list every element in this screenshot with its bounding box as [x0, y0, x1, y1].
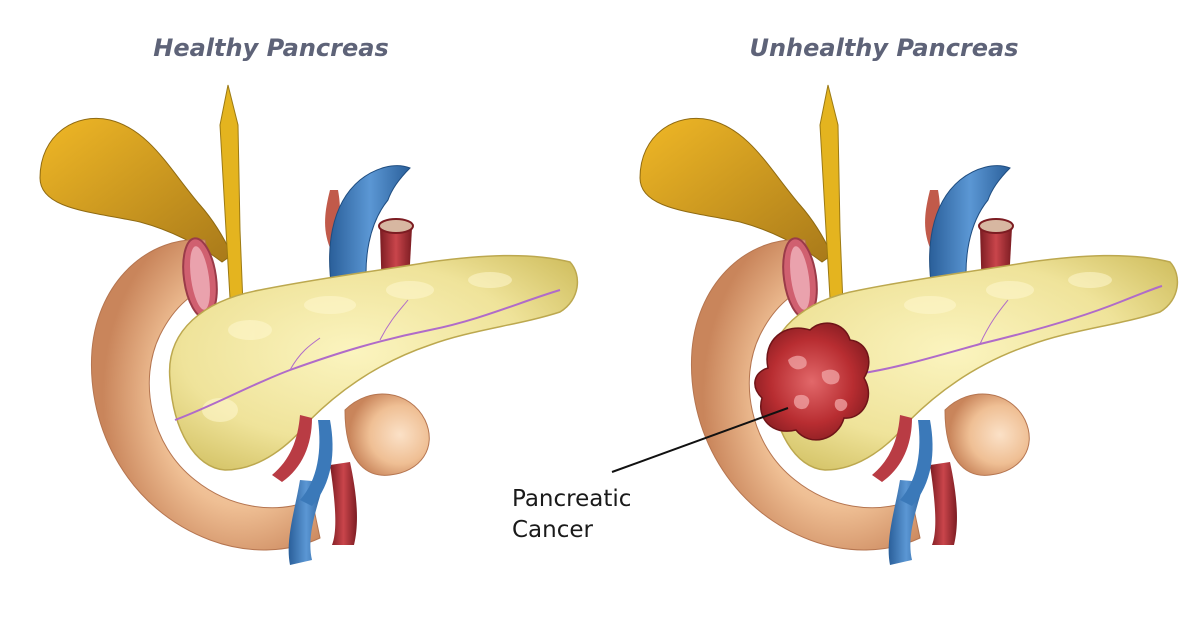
gallbladder [39, 118, 233, 263]
lower-artery [930, 462, 957, 545]
pancreatic-duct [174, 289, 561, 421]
mesenteric-vein [300, 420, 333, 506]
callout-line-1: Pancreatic [512, 486, 632, 512]
mesenteric-artery [272, 415, 312, 482]
lower-artery [330, 462, 357, 545]
callout-line-2: Cancer [512, 517, 593, 543]
right-lobe [344, 393, 430, 476]
portal-vein [329, 165, 411, 301]
mesenteric-artery [872, 415, 912, 482]
pancreatic-duct [849, 285, 1163, 376]
gallbladder [639, 118, 833, 263]
pancreas-body [168, 254, 579, 471]
mesenteric-vein [900, 420, 933, 506]
healthy-pancreas-title: Healthy Pancreas [153, 34, 389, 62]
pancreas-body [768, 254, 1179, 471]
portal-vein [929, 165, 1011, 301]
healthy-pancreas-illustration [39, 84, 579, 565]
right-lobe [944, 393, 1030, 476]
unhealthy-pancreas-illustration [639, 84, 1179, 565]
pancreatic-cancer-label: Pancreatic Cancer [512, 484, 631, 546]
unhealthy-pancreas-title: Unhealthy Pancreas [749, 34, 1019, 62]
